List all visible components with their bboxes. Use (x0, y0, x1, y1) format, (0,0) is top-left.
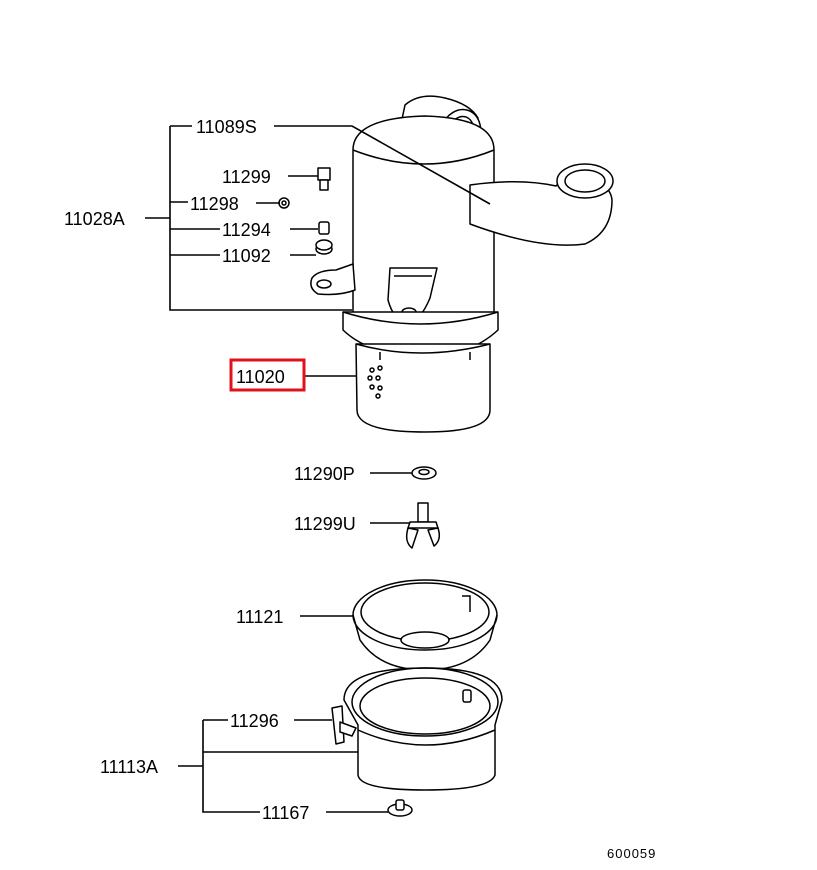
callout-11299[interactable]: 11299 (222, 167, 271, 187)
baffle-11121 (352, 579, 498, 671)
callout-11298[interactable]: 11298 (190, 194, 239, 214)
vent-holes (367, 365, 383, 399)
callout-11089s[interactable]: 11089S (196, 117, 257, 137)
spacer-11294 (318, 221, 330, 235)
grommet-11092 (315, 239, 333, 255)
callout-11092[interactable]: 11092 (222, 246, 271, 266)
wing-bolt-11299u (405, 502, 441, 549)
callout-11167[interactable]: 11167 (262, 803, 309, 823)
air-cleaner-body (310, 95, 614, 357)
callout-11028a[interactable]: 11028A (64, 209, 125, 229)
dust-cup-11113a (343, 667, 503, 791)
clip-11298 (278, 197, 290, 209)
callout-11290p[interactable]: 11290P (294, 464, 355, 484)
callout-11121[interactable]: 11121 (236, 607, 283, 627)
element-11020 (355, 343, 491, 433)
callout-11020[interactable]: 11020 (236, 367, 285, 387)
callout-11296[interactable]: 11296 (230, 711, 279, 731)
drawing-number: 600059 (607, 846, 656, 861)
bolt-11299 (317, 167, 331, 191)
washer-11290p (411, 466, 437, 480)
callout-11113a[interactable]: 11113A (100, 757, 158, 777)
callout-11294[interactable]: 11294 (222, 220, 271, 240)
valve-11167 (387, 799, 413, 817)
leader-lines (145, 125, 491, 813)
clip-11296 (331, 705, 357, 745)
callout-11299u[interactable]: 11299U (294, 514, 356, 534)
highlight-box-11020 (229, 358, 306, 392)
